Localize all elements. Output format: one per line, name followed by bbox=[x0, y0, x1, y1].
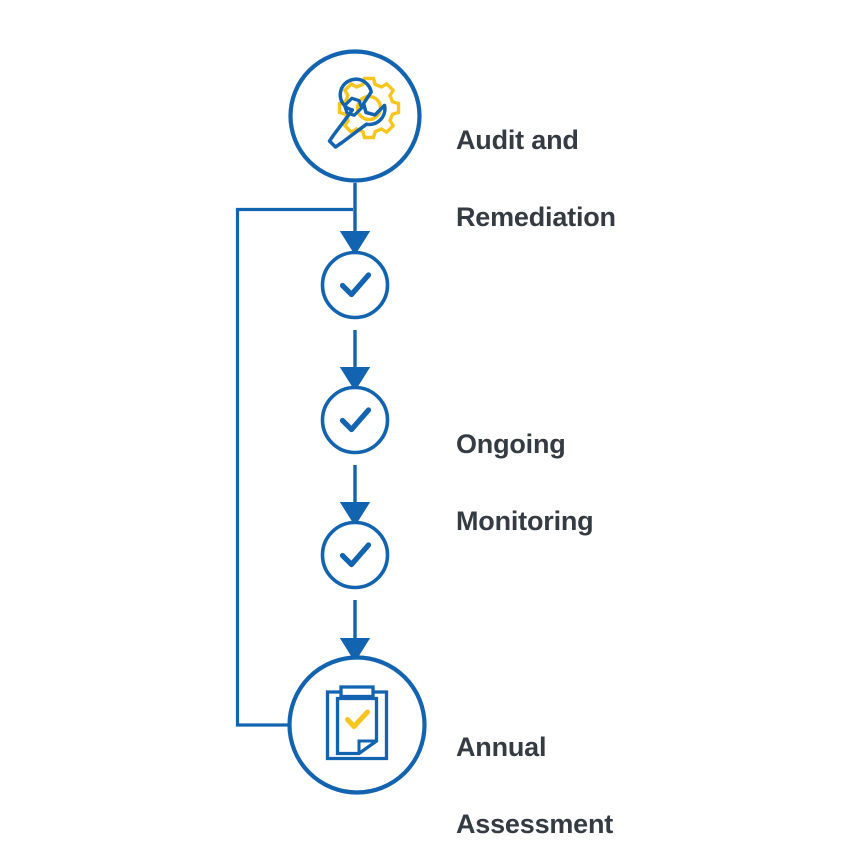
clipboard-check-icon bbox=[325, 685, 389, 761]
check-step-1-circle bbox=[320, 250, 390, 320]
check-icon bbox=[339, 407, 372, 433]
label-ongoing-monitoring: Ongoing Monitoring bbox=[456, 387, 594, 540]
feedback-loop-connector bbox=[235, 207, 353, 727]
check-icon bbox=[339, 272, 372, 298]
wrench-icon bbox=[327, 77, 387, 149]
label-annual-assessment: Annual Assessment bbox=[456, 690, 613, 843]
label-audit-line-1: Audit and bbox=[456, 125, 579, 156]
label-audit-remediation: Audit and Remediation bbox=[456, 83, 616, 236]
label-ongoing-line-1: Ongoing bbox=[456, 429, 566, 460]
node-check-step-2[interactable] bbox=[320, 385, 390, 455]
label-ongoing-line-2: Monitoring bbox=[456, 505, 594, 536]
label-audit-line-2: Remediation bbox=[456, 201, 616, 232]
node-check-step-1[interactable] bbox=[320, 250, 390, 320]
label-annual-line-2: Assessment bbox=[456, 808, 614, 839]
node-audit-remediation[interactable] bbox=[288, 49, 422, 183]
label-annual-line-1: Annual bbox=[456, 732, 547, 763]
node-annual-assessment[interactable] bbox=[287, 655, 427, 795]
node-check-step-3[interactable] bbox=[320, 520, 390, 590]
check-step-2-circle bbox=[320, 385, 390, 455]
check-step-3-circle bbox=[320, 520, 390, 590]
check-icon bbox=[339, 542, 372, 568]
